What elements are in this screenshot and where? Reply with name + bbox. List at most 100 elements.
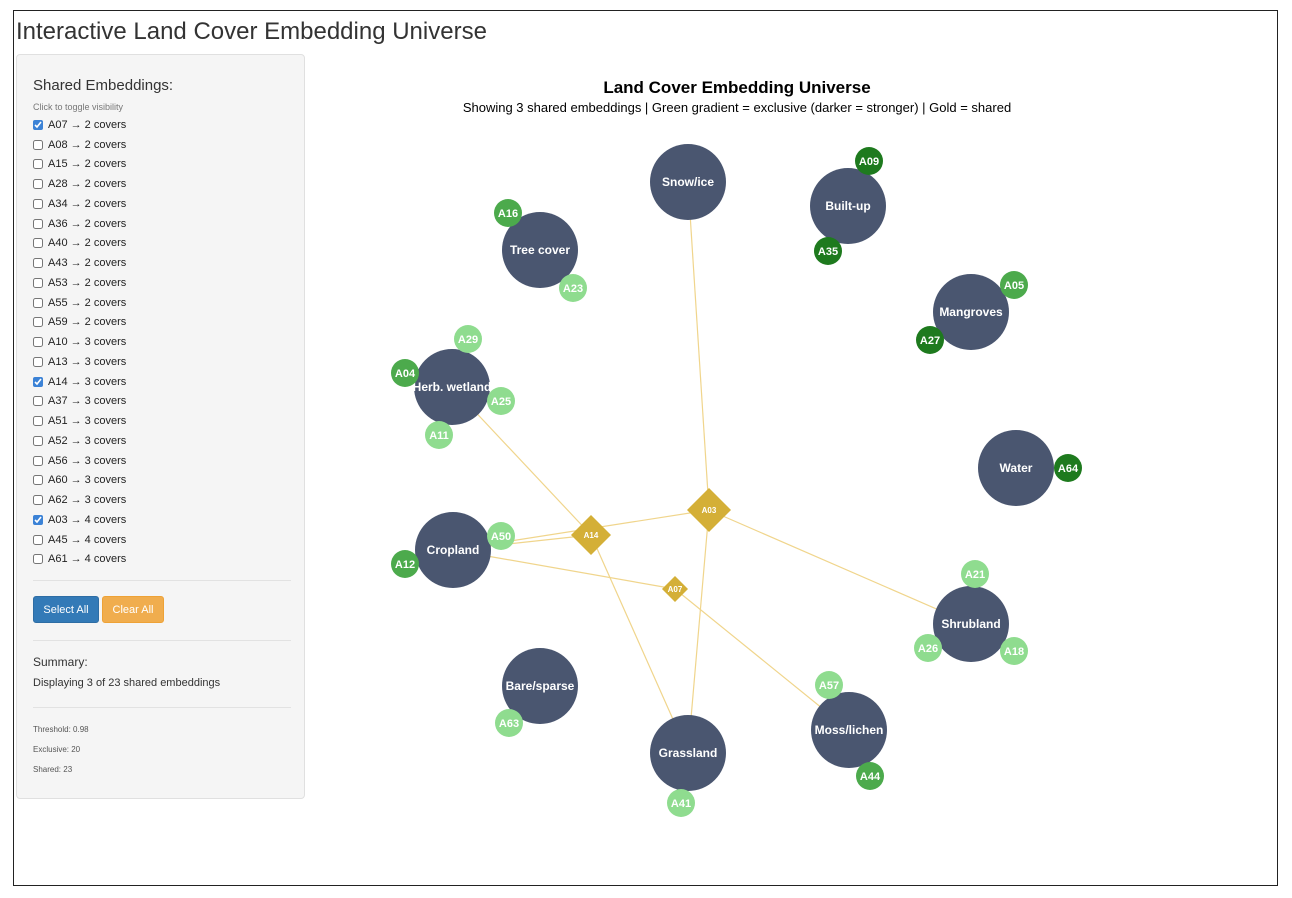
exclusive-embedding-node[interactable]: A18 [1000,637,1028,665]
shared-embedding-item[interactable]: A13 → 3 covers [33,352,126,372]
shared-embedding-item[interactable]: A07 → 2 covers [33,115,126,135]
exclusive-embedding-node[interactable]: A27 [916,326,944,354]
embedding-checkbox[interactable] [33,297,43,308]
embedding-checkbox[interactable] [33,416,43,427]
exclusive-embedding-node[interactable]: A23 [559,274,587,302]
exclusive-embedding-node[interactable]: A09 [855,147,883,175]
exclusive-embedding-node[interactable]: A41 [667,789,695,817]
embedding-checkbox[interactable] [33,475,43,486]
embedding-checkbox[interactable] [33,337,43,348]
exclusive-embedding-node[interactable]: A25 [487,387,515,415]
embedding-checkbox[interactable] [33,238,43,249]
embedding-checkbox[interactable] [33,179,43,190]
embedding-item-label: A28 → 2 covers [48,178,127,191]
embedding-checkbox[interactable] [33,218,43,229]
shared-embedding-item[interactable]: A15 → 2 covers [33,155,126,175]
land-cover-circle [502,648,578,724]
shared-embedding-item[interactable]: A51 → 3 covers [33,411,126,431]
land-cover-circle [978,430,1054,506]
embedding-item-label: A07 → 2 covers [48,118,127,131]
land-cover-node[interactable]: Moss/lichen [811,692,887,768]
embedding-checkbox[interactable] [33,198,43,209]
embedding-checkbox[interactable] [33,376,43,387]
exclusive-embedding-node[interactable]: A64 [1054,454,1082,482]
embedding-item-label: A37 → 3 covers [48,395,127,408]
exclusive-embedding-circle [855,147,883,175]
embedding-checkbox[interactable] [33,139,43,150]
shared-embedding-item[interactable]: A43 → 2 covers [33,253,126,273]
embedding-checkbox[interactable] [33,159,43,170]
embedding-checkbox[interactable] [33,119,43,130]
shared-embedding-node[interactable]: A07 [662,576,688,602]
shared-embedding-item[interactable]: A08 → 2 covers [33,135,126,155]
embedding-checkbox[interactable] [33,396,43,407]
embedding-checkbox[interactable] [33,495,43,506]
shared-embedding-item[interactable]: A62 → 3 covers [33,490,126,510]
shared-link [687,181,710,511]
embedding-checkbox[interactable] [33,534,43,545]
embedding-checkbox[interactable] [33,554,43,565]
land-cover-node[interactable]: Snow/ice [650,144,726,220]
select-all-button[interactable]: Select All [33,596,99,623]
exclusive-embedding-node[interactable]: A05 [1000,271,1028,299]
exclusive-embedding-label: A09 [859,156,879,168]
land-cover-node[interactable]: Built-up [810,168,886,244]
embedding-checkbox[interactable] [33,317,43,328]
land-cover-node[interactable]: Water [978,430,1054,506]
embedding-checkbox[interactable] [33,435,43,446]
embedding-item-label: A52 → 3 covers [48,434,127,447]
shared-embedding-item[interactable]: A14 → 3 covers [33,372,126,392]
exclusive-embedding-node[interactable]: A50 [487,522,515,550]
shared-embedding-item[interactable]: A56 → 3 covers [33,451,126,471]
shared-embedding-node[interactable]: A14 [571,515,611,555]
shared-embedding-item[interactable]: A55 → 2 covers [33,293,126,313]
exclusive-embedding-label: A11 [429,430,449,442]
exclusive-embedding-node[interactable]: A11 [425,421,453,449]
shared-embedding-item[interactable]: A36 → 2 covers [33,214,126,234]
land-cover-node[interactable]: Bare/sparse [502,648,578,724]
exclusive-embedding-node[interactable]: A16 [494,199,522,227]
land-cover-node[interactable]: Mangroves [933,274,1009,350]
exclusive-embedding-node[interactable]: A04 [391,359,419,387]
exclusive-embedding-node[interactable]: A29 [454,325,482,353]
land-cover-node[interactable]: Tree cover [502,212,578,288]
exclusive-embedding-circle [814,237,842,265]
embedding-checkbox[interactable] [33,277,43,288]
exclusive-embedding-node[interactable]: A57 [815,671,843,699]
shared-embedding-label: A07 [668,585,683,594]
shared-embedding-item[interactable]: A40 → 2 covers [33,234,126,254]
embedding-item-label: A10 → 3 covers [48,336,127,349]
exclusive-embedding-node[interactable]: A21 [961,560,989,588]
shared-embedding-item[interactable]: A61 → 4 covers [33,550,126,570]
shared-embedding-item[interactable]: A34 → 2 covers [33,194,126,214]
shared-embedding-item[interactable]: A45 → 4 covers [33,530,126,550]
land-cover-node[interactable]: Grassland [650,715,726,791]
exclusive-embedding-label: A25 [491,396,511,408]
shared-embedding-item[interactable]: A28 → 2 covers [33,174,126,194]
shared-embedding-item[interactable]: A53 → 2 covers [33,273,126,293]
embedding-item-label: A15 → 2 covers [48,158,127,171]
embedding-checkbox[interactable] [33,258,43,269]
exclusive-embedding-node[interactable]: A12 [391,550,419,578]
shared-embedding-item[interactable]: A10 → 3 covers [33,332,126,352]
shared-embedding-node[interactable]: A03 [687,488,731,532]
shared-embedding-item[interactable]: A03 → 4 covers [33,510,126,530]
land-cover-node[interactable]: Cropland [415,512,491,588]
land-cover-node[interactable]: Shrubland [933,586,1009,662]
exclusive-embedding-circle [559,274,587,302]
land-cover-node[interactable]: Herb. wetland [413,349,492,425]
embedding-item-label: A34 → 2 covers [48,197,127,210]
shared-embedding-item[interactable]: A37 → 3 covers [33,392,126,412]
shared-embedding-item[interactable]: A52 → 3 covers [33,431,126,451]
embedding-checkbox[interactable] [33,455,43,466]
embedding-checkbox[interactable] [33,356,43,367]
exclusive-embedding-node[interactable]: A63 [495,709,523,737]
exclusive-embedding-node[interactable]: A26 [914,634,942,662]
embedding-checkbox[interactable] [33,514,43,525]
shared-embedding-item[interactable]: A59 → 2 covers [33,313,126,333]
exclusive-embedding-node[interactable]: A35 [814,237,842,265]
shared-embedding-item[interactable]: A60 → 3 covers [33,471,126,491]
shared-stat: Shared: 23 [33,765,73,774]
exclusive-embedding-node[interactable]: A44 [856,762,884,790]
clear-all-button[interactable]: Clear All [102,596,164,623]
